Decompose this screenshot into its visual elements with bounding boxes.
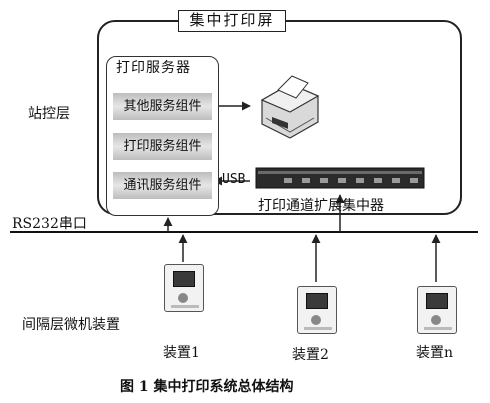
bay-layer-label: 间隔层微机装置 [22, 317, 120, 333]
central-print-panel-title: 集中打印屏 [178, 10, 286, 32]
component-print: 打印服务组件 [113, 133, 212, 160]
device-1-label: 装置1 [163, 345, 200, 361]
hub-label: 打印通道扩展集中器 [258, 198, 384, 214]
component-other: 其他服务组件 [113, 93, 212, 120]
figure-caption: 图 1 集中打印系统总体结构 [120, 379, 294, 395]
device-2-label: 装置2 [292, 347, 329, 363]
device-1-icon [164, 264, 204, 312]
device-2-icon [297, 286, 337, 334]
rs232-label: RS232串口 [12, 216, 87, 232]
component-comm: 通讯服务组件 [113, 172, 212, 199]
print-server-title: 打印服务器 [116, 60, 191, 76]
hub-device-icon [255, 167, 425, 189]
device-n-label: 装置n [416, 345, 454, 361]
device-n-icon [417, 286, 457, 334]
usb-label: USB [222, 172, 246, 187]
printer-icon [260, 75, 320, 139]
station-layer-label: 站控层 [28, 106, 70, 122]
